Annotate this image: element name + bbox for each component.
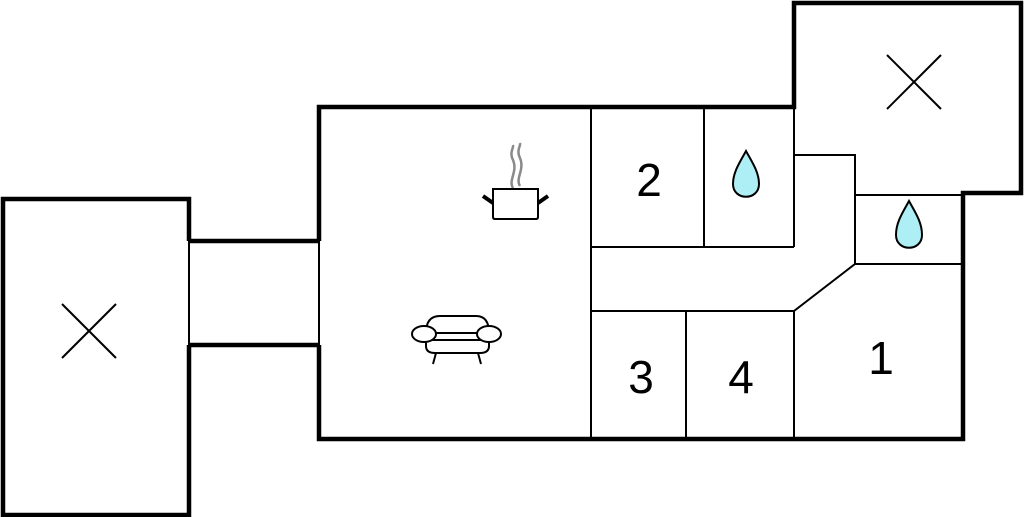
room-label-2: 2: [636, 154, 662, 206]
bathroom-drop-icon: [894, 198, 924, 249]
sofa-icon: [411, 315, 502, 365]
room-label-3: 3: [628, 351, 654, 403]
room-label-4: 4: [728, 351, 754, 403]
terrace-x-icon: [886, 54, 942, 110]
room-label-1: 1: [868, 332, 894, 384]
bathroom-drop-icon: [731, 148, 761, 198]
interior-walls: [188, 107, 963, 439]
kitchen-pot-icon: [481, 142, 550, 220]
terrace-x-icon: [61, 303, 117, 359]
